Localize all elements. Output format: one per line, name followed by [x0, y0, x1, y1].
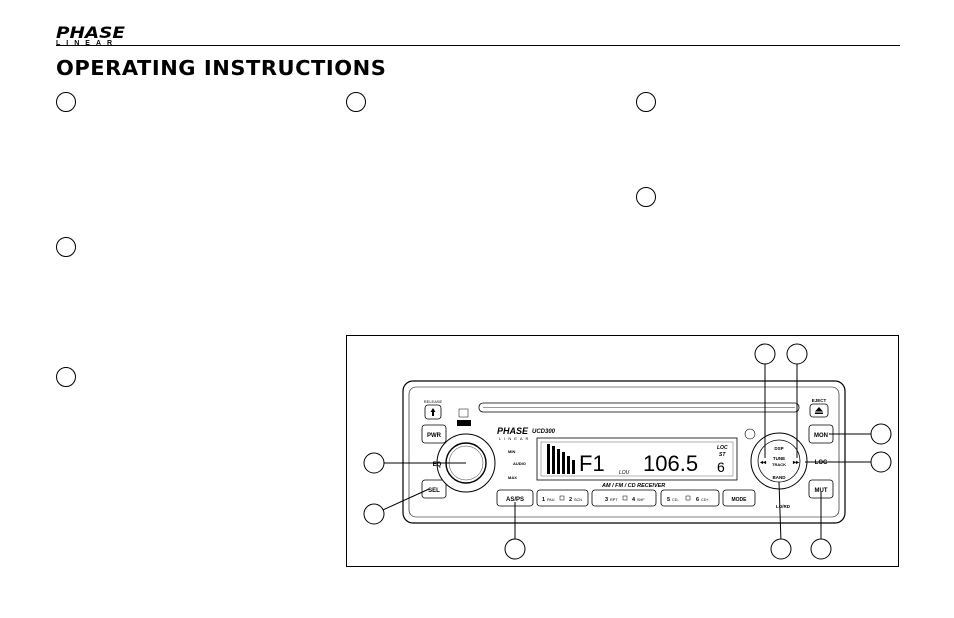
logo-wordmark: PHASE — [56, 23, 125, 42]
preset-group-1[interactable]: 1 PAU 2 SCN — [536, 489, 589, 507]
display-loc: LOC — [717, 445, 728, 451]
mon-label: MON — [814, 433, 828, 439]
phase-linear-logo: PHASE LINEAR — [56, 25, 126, 48]
lcd-display — [536, 437, 738, 481]
track-label: TRACK — [772, 462, 786, 467]
callouts — [363, 343, 892, 560]
digital-audio-logo-icon — [457, 420, 471, 426]
preset-6-label: CD+ — [701, 498, 709, 502]
preset-4-label: SHF — [637, 498, 645, 502]
callout-circle — [363, 452, 385, 474]
as-ps-label: AS/PS — [506, 497, 524, 503]
radio-brand: PHASE — [497, 426, 529, 436]
eject-label: EJECT — [812, 398, 827, 403]
step-circle — [56, 367, 76, 387]
preset-5-label: CD- — [672, 498, 679, 502]
mode-button[interactable] — [722, 489, 756, 507]
release-label: RELEASE — [424, 399, 443, 404]
display-band: F1 — [579, 451, 605, 476]
callout-circle — [363, 503, 385, 525]
preset-6-number: 6 — [696, 497, 699, 503]
callout-circle — [870, 451, 892, 473]
loc-label: LOC — [815, 460, 828, 466]
pwr-button[interactable] — [421, 424, 447, 444]
display-st: ST — [719, 452, 726, 458]
page-title: OPERATING INSTRUCTIONS — [56, 56, 387, 80]
signal-meter-icon — [547, 444, 575, 474]
sel-label: SEL — [428, 488, 440, 494]
preset-3-number: 3 — [605, 497, 608, 503]
receiver-label: AM / FM / CD RECEIVER — [601, 483, 665, 489]
radio-brand-sub: LINEAR — [499, 436, 531, 441]
step-circle — [56, 237, 76, 257]
min-label: MIN — [508, 449, 515, 454]
dsp-label: DSP — [774, 446, 783, 451]
ir-sensor — [744, 428, 756, 440]
display-lou: LOU — [619, 470, 630, 476]
band-label: BAND — [773, 475, 787, 480]
seek-forward-icon[interactable]: ▸▸ — [792, 460, 800, 466]
step-circle — [346, 92, 366, 112]
mut-label: MUT — [815, 488, 828, 494]
release-arrow-icon — [430, 408, 436, 416]
eq-label: EQ — [433, 462, 442, 468]
radio-diagram-frame: RELEASE PWR SEL EQ MIN AUDIO MAX PHASE L… — [346, 335, 899, 567]
step-circle — [636, 187, 656, 207]
lo-rd-label: LO/RD — [776, 504, 791, 509]
mode-label: MODE — [732, 497, 748, 503]
callout-circle — [504, 538, 526, 560]
preset-1-number: 1 — [542, 497, 545, 503]
preset-2-number: 2 — [569, 497, 572, 503]
callout-circle — [810, 538, 832, 560]
preset-1-label: PAU — [547, 498, 555, 502]
callout-circle — [770, 538, 792, 560]
logo-subtext: LINEAR — [56, 40, 119, 47]
callout-circle — [870, 423, 892, 445]
radio-diagram: RELEASE PWR SEL EQ MIN AUDIO MAX PHASE L… — [363, 343, 892, 560]
callout-circle — [786, 343, 808, 365]
preset-group-2[interactable]: 3 RPT 4 SHF — [591, 489, 657, 507]
sel-button[interactable] — [421, 479, 447, 499]
compact-disc-logo-icon — [458, 408, 469, 418]
header-rule — [56, 45, 900, 46]
display-preset: 6 — [717, 459, 725, 475]
step-circle — [56, 92, 76, 112]
display-frequency: 106.5 — [643, 451, 698, 476]
audio-label: AUDIO — [513, 461, 526, 466]
preset-group-3[interactable]: 5 CD- 6 CD+ — [660, 489, 720, 507]
radio-inner-frame — [408, 386, 840, 518]
model-label: UCD300 — [532, 429, 556, 435]
preset-2-label: SCN — [574, 498, 582, 502]
max-label: MAX — [508, 475, 517, 480]
preset-5-number: 5 — [667, 497, 670, 503]
callout-circle — [754, 343, 776, 365]
step-circle — [636, 92, 656, 112]
preset-4-number: 4 — [632, 497, 636, 503]
eject-icon — [815, 407, 823, 414]
tune-label: TUNE — [773, 456, 785, 461]
preset-3-label: RPT — [610, 498, 618, 502]
seek-back-icon[interactable]: ◂◂ — [759, 460, 767, 466]
pwr-label: PWR — [427, 433, 442, 439]
